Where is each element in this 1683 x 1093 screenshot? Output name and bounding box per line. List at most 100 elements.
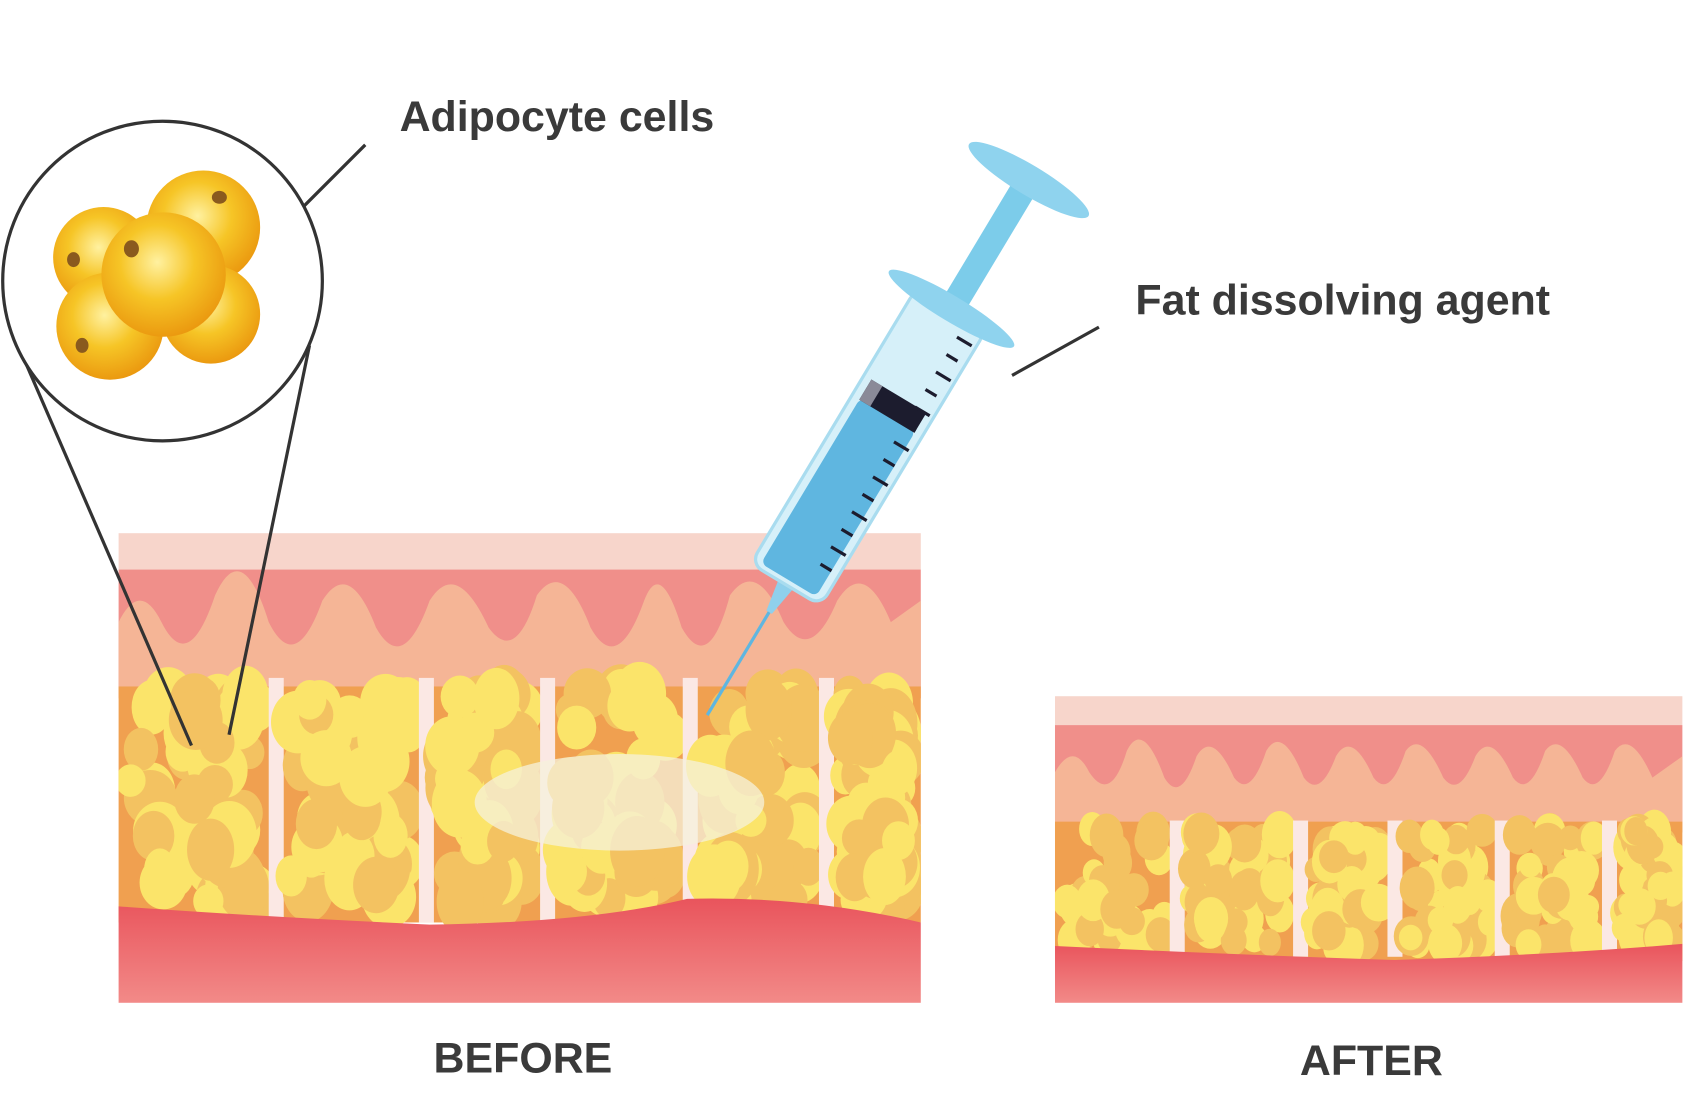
dermis-wave <box>118 571 921 699</box>
epidermis-layer <box>1054 696 1683 726</box>
fat-cell <box>1441 860 1468 891</box>
fat-cell <box>835 853 874 902</box>
dissolving-agent-pool <box>474 754 765 851</box>
fat-cell <box>1260 859 1296 903</box>
fat-cell <box>440 675 480 718</box>
scale-tick <box>903 423 917 433</box>
fat-cell <box>745 678 792 741</box>
fat-cell <box>549 849 587 894</box>
fat-cell <box>373 813 408 858</box>
fat-cell <box>1204 864 1232 895</box>
scale-tick <box>872 475 889 488</box>
magnify-line-left <box>22 358 193 747</box>
fat-cell <box>1442 824 1470 855</box>
fat-cell <box>388 677 426 718</box>
fat-cell <box>1150 924 1176 955</box>
scale-tick <box>924 388 938 398</box>
fat-cell <box>1622 888 1656 925</box>
scale-tick <box>830 545 847 557</box>
fat-cell <box>882 821 915 861</box>
fat-cell <box>1530 822 1566 861</box>
magnify-line-right <box>227 345 312 736</box>
plunger-thumb-rest <box>968 141 1090 219</box>
fat-cell <box>1360 883 1397 922</box>
scale-tick <box>914 405 931 418</box>
fat-cell <box>473 667 520 730</box>
scale-tick <box>893 440 910 453</box>
fat-cell <box>123 727 159 771</box>
fat-cell <box>1398 924 1423 951</box>
after-label: AFTER <box>1300 1037 1443 1085</box>
fat-septum <box>1169 820 1185 957</box>
agent-pointer-line <box>1011 325 1100 377</box>
fat-cell <box>1624 817 1648 846</box>
fat-cell <box>1228 824 1262 863</box>
stopper-highlight <box>859 379 883 407</box>
fat-cell <box>1466 813 1498 847</box>
fat-cell <box>193 884 224 918</box>
agent-label: Fat dissolving agent <box>1135 276 1550 324</box>
scale-tick <box>945 353 959 363</box>
fat-cell <box>144 848 176 891</box>
muscle-layer <box>118 898 921 1003</box>
before-label: BEFORE <box>434 1035 613 1083</box>
scale-tick <box>935 370 952 383</box>
fat-cell <box>1100 890 1134 929</box>
fat-cell <box>1515 929 1542 961</box>
needle-hub <box>766 580 794 614</box>
fat-cell <box>557 705 597 750</box>
scale-tick <box>819 562 833 573</box>
fat-cell <box>132 688 164 723</box>
syringe-liquid <box>763 400 914 595</box>
fat-cell <box>187 818 235 881</box>
fat-cell <box>168 690 223 750</box>
fat-cell <box>460 825 495 865</box>
scale-tick <box>861 492 875 503</box>
scale-tick <box>956 335 973 348</box>
fat-cell <box>1177 848 1211 889</box>
fat-cell <box>234 682 277 732</box>
fat-cell <box>1647 871 1674 901</box>
muscle-layer <box>1054 943 1683 1003</box>
adipocyte-cell <box>101 212 226 337</box>
fat-cell <box>1054 884 1082 919</box>
fat-cell <box>1261 811 1298 859</box>
scale-tick <box>840 527 854 538</box>
fat-cell <box>300 730 353 787</box>
fat-cell <box>881 750 916 795</box>
after-tissue <box>1054 696 1683 1003</box>
scale-tick <box>851 510 868 522</box>
adipocyte-label: Adipocyte cells <box>400 93 715 141</box>
before-tissue <box>118 533 921 1003</box>
fat-cell <box>431 769 487 838</box>
syringe-needle <box>705 592 782 716</box>
fat-cell <box>1312 911 1346 951</box>
fat-cell <box>1426 827 1450 855</box>
dermis-wave <box>1054 739 1683 833</box>
fat-cell <box>1399 866 1435 910</box>
adipocyte-pointer-line <box>302 143 367 208</box>
fat-cell <box>827 711 873 765</box>
fat-cell <box>1640 834 1664 859</box>
syringe <box>705 141 1090 716</box>
fat-cells-after <box>1054 809 1683 969</box>
fat-cell <box>353 856 400 914</box>
syringe-scale-ticks <box>819 335 973 573</box>
fat-cell <box>1258 928 1281 957</box>
scale-tick <box>882 457 896 468</box>
fat-cell <box>436 870 484 933</box>
fat-cell <box>1134 821 1169 861</box>
fat-cell <box>619 683 651 721</box>
fat-cell <box>1342 821 1369 855</box>
fat-cell <box>1427 906 1454 934</box>
fat-cell <box>1580 821 1607 855</box>
fat-cell <box>174 774 215 824</box>
fat-cell <box>1183 812 1220 855</box>
fat-cell <box>1319 840 1349 874</box>
fat-cell <box>1619 864 1645 896</box>
fat-cell <box>1502 815 1537 855</box>
fat-cell <box>132 810 175 861</box>
fat-cell <box>1194 901 1227 943</box>
fat-cell <box>708 840 749 892</box>
